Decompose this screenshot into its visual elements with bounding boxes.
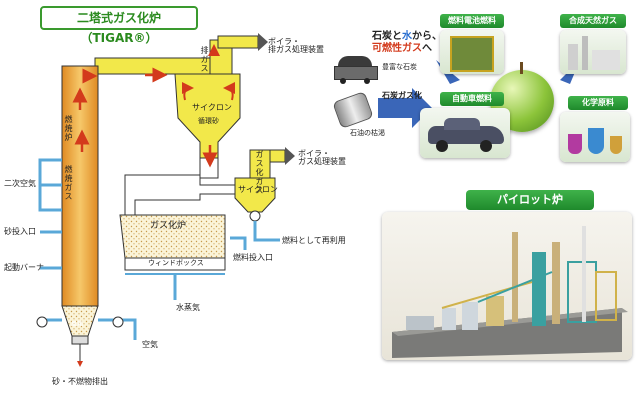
- label-exhaust-gas: 排ガス: [200, 46, 209, 73]
- label-combustion-furnace: 燃焼炉: [64, 115, 73, 142]
- label-secondary-air: 二次空気: [4, 179, 36, 188]
- label-coal-gasification: 石炭ガス化: [382, 91, 422, 100]
- label-sand-inlet: 砂投入口: [4, 227, 36, 236]
- pilot-plant-image: [382, 212, 632, 360]
- label-wind-box: ウィンドボックス: [148, 259, 204, 267]
- tag-auto-fuel: 自動車燃料: [440, 92, 504, 106]
- pilot-plant-drawing: [392, 226, 628, 358]
- furnace-bottom: [71, 335, 89, 345]
- label-abundant-coal: 豊富な石炭: [382, 63, 417, 71]
- label-fuel-inlet: 燃料投入口: [233, 253, 273, 262]
- exhaust-outlet-pipe: [217, 35, 259, 49]
- label-gasified-gas: ガス化ガス: [255, 150, 264, 195]
- label-cyclone-mid: サイクロン: [238, 185, 278, 194]
- label-gasifier: ガス化炉: [150, 221, 187, 231]
- concept-headline: 石炭と水から、: [372, 31, 442, 42]
- label-sand-discharge: 砂・不燃物排出: [52, 377, 108, 386]
- fuel-cell-panel: [440, 30, 504, 74]
- tag-fuel-cell: 燃料電池燃料: [440, 14, 504, 28]
- label-steam: 水蒸気: [176, 303, 200, 312]
- label-start-burner: 起動バーナ: [4, 263, 44, 272]
- cyclone-mid-body: [234, 177, 276, 213]
- label-cyclone-top: サイクロン: [192, 103, 232, 112]
- cyclone-top-body: [174, 73, 241, 159]
- label-circulating-sand: 循環砂: [198, 117, 219, 125]
- synthetic-gas-panel: [560, 30, 626, 74]
- auto-fuel-panel: [420, 108, 510, 158]
- label-wind-box-bottom: 風箱: [71, 321, 84, 328]
- wind-box: [124, 257, 226, 271]
- diagram-title: 二塔式ガス化炉（TIGAR®）: [40, 6, 198, 45]
- secondary-air-pipe: [38, 158, 62, 212]
- tag-synthetic-gas: 合成天然ガス: [560, 14, 626, 28]
- top-pipe: [94, 57, 211, 75]
- label-combustion-gas: 燃焼ガス: [64, 165, 73, 201]
- label-boiler-exhaust: ボイラ・ 排ガス処理装置: [268, 37, 324, 54]
- rotary-valve: [249, 210, 261, 222]
- tag-chemical: 化学原料: [568, 96, 628, 110]
- label-boiler-gas: ボイラ・ ガス処理装置: [298, 149, 346, 166]
- label-recycle-fuel: 燃料として再利用: [282, 236, 346, 245]
- pilot-plant-label: パイロット炉: [466, 190, 594, 210]
- coal-cart-image: [334, 56, 378, 84]
- concept-headline-2: 可燃性ガスへ: [372, 43, 432, 54]
- gasifier-duct: [124, 174, 236, 219]
- air-bottom-pipe: [45, 318, 137, 340]
- label-air: 空気: [142, 340, 158, 349]
- concept-arrow-main: [378, 88, 432, 128]
- chemical-panel: [560, 112, 630, 162]
- label-oil-depletion: 石油の枯渇: [350, 129, 385, 137]
